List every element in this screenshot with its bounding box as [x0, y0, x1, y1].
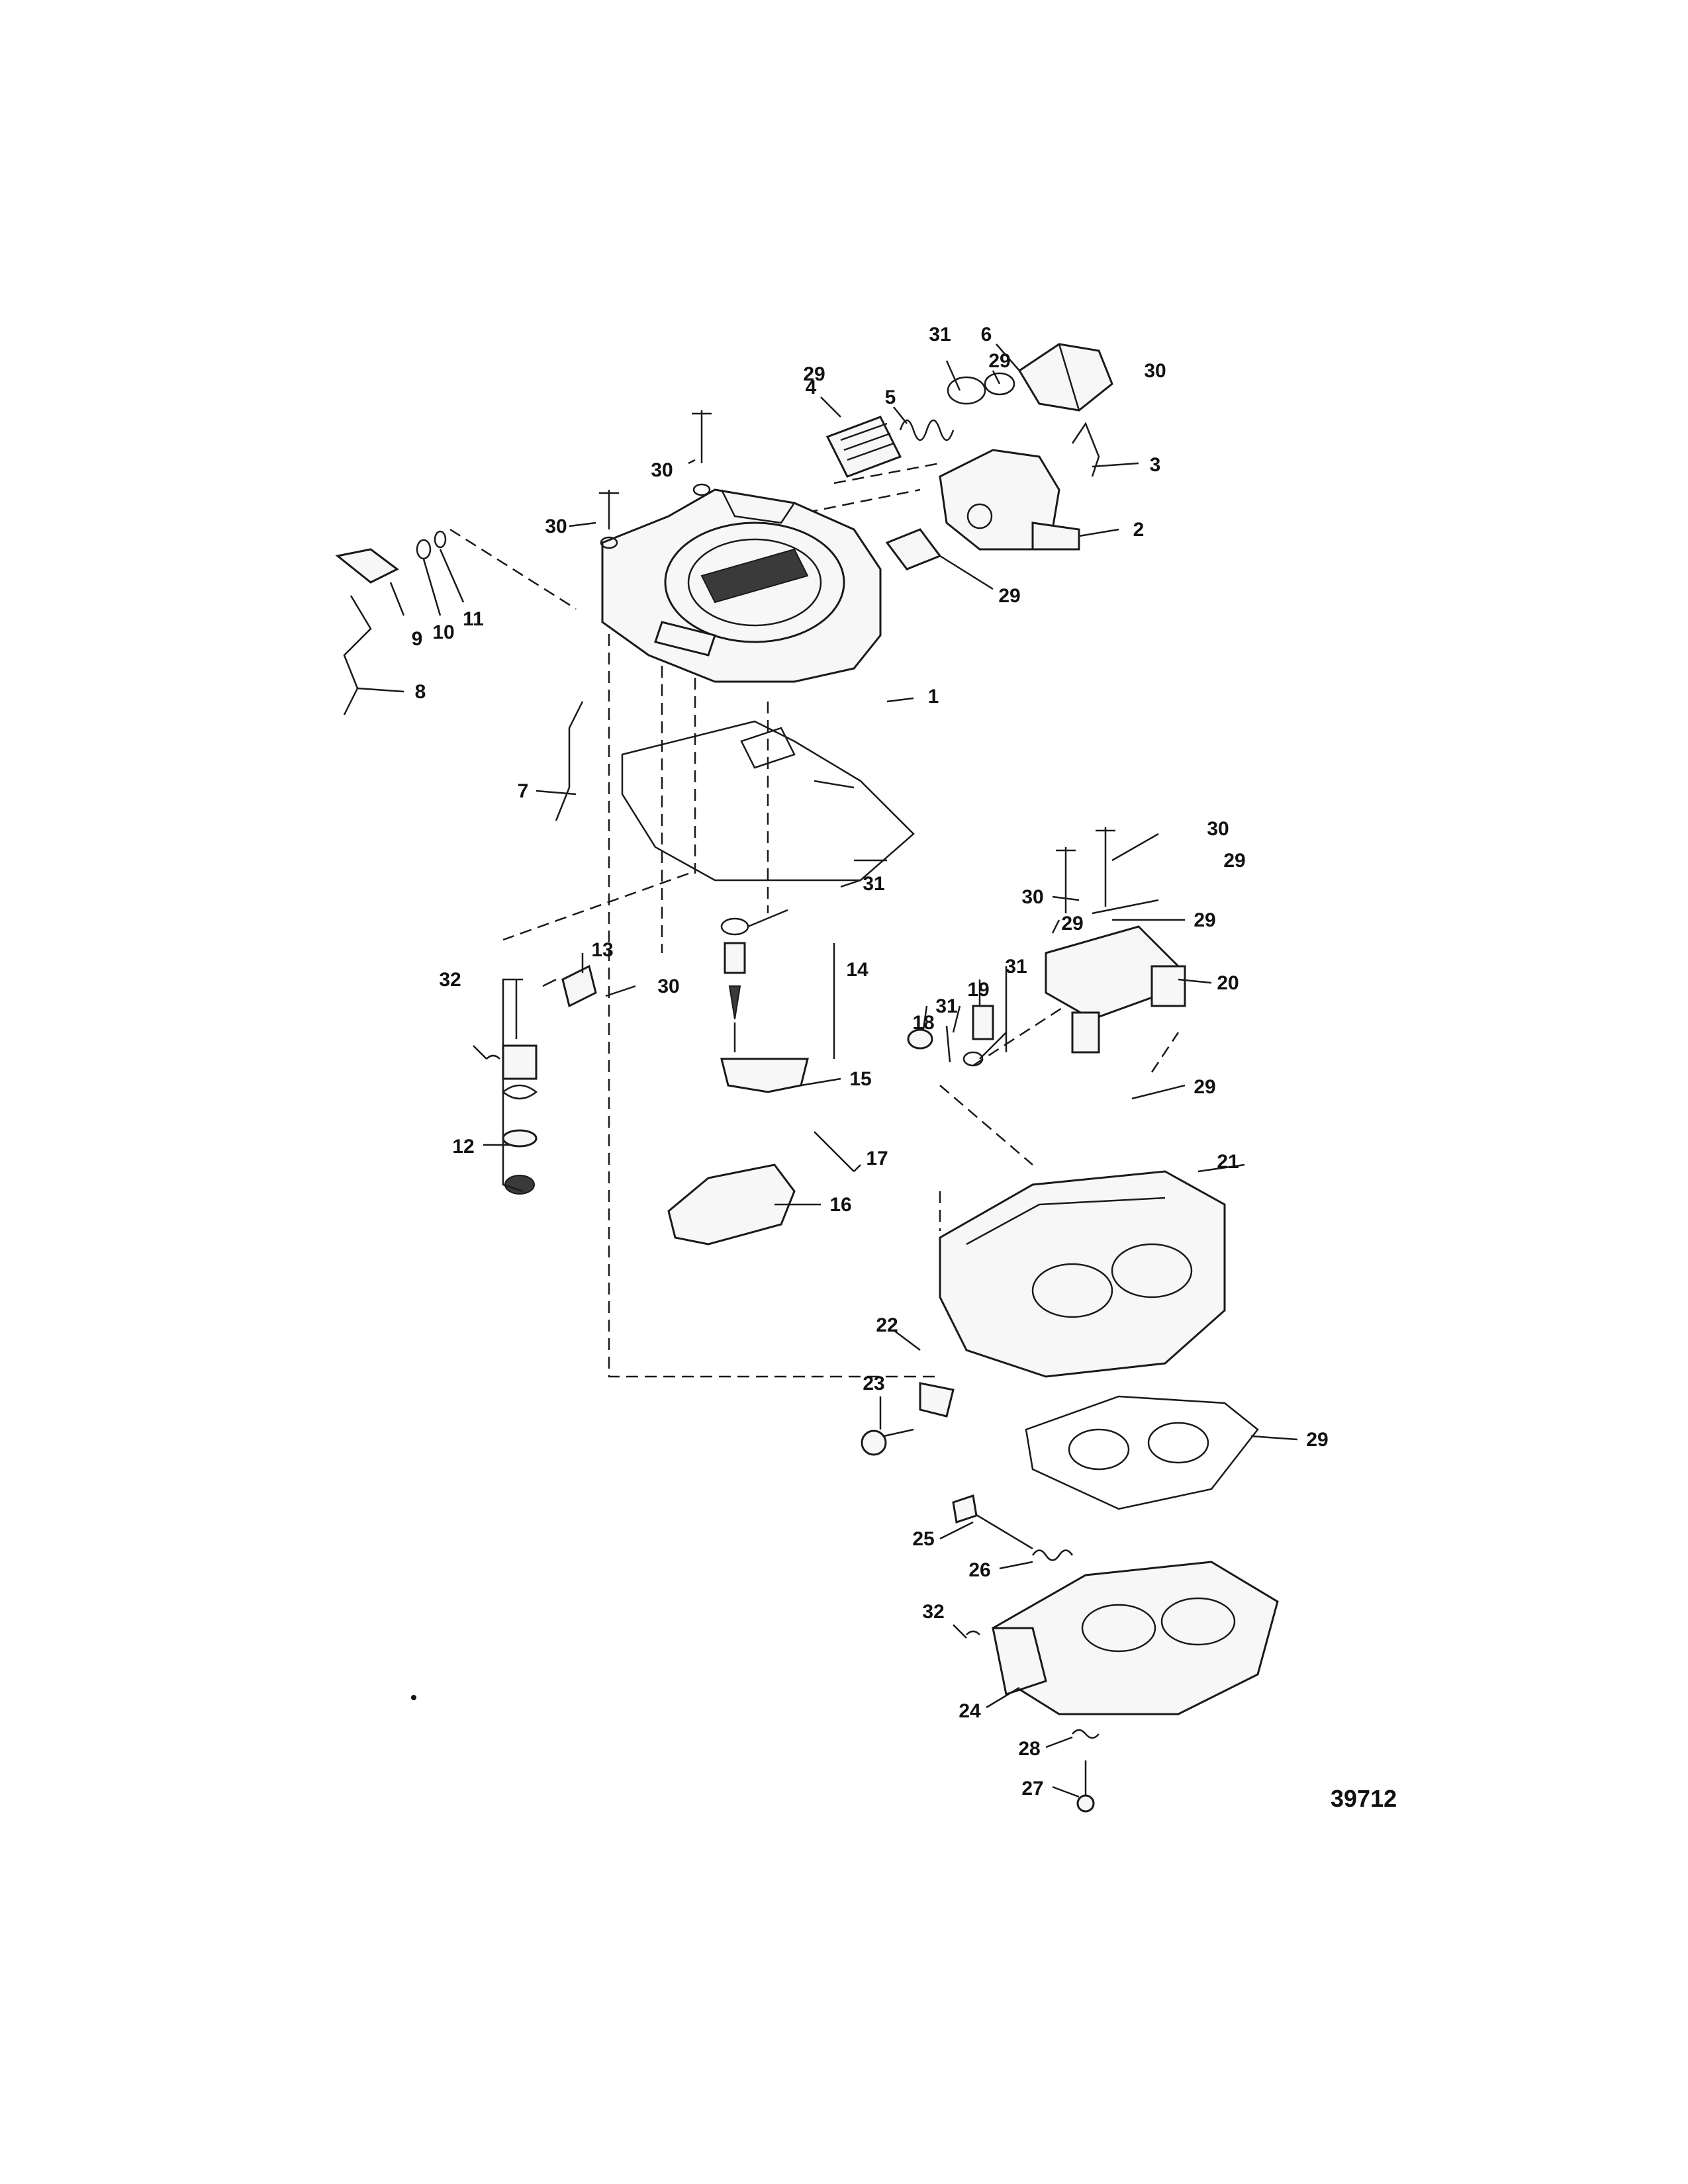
print-speck	[411, 1695, 416, 1700]
part-17-pin	[814, 1131, 855, 1172]
callout-13: 13	[591, 939, 613, 961]
callout-18: 18	[912, 1012, 934, 1034]
callout-23: 23	[863, 1373, 884, 1394]
part-13-retainer	[542, 964, 597, 1008]
callout-31-inlet: 31	[929, 324, 951, 345]
callout-16: 16	[829, 1194, 851, 1216]
callout-1: 1	[928, 686, 939, 707]
part-16-float	[667, 1163, 796, 1246]
callout-29-housing: 29	[998, 585, 1020, 607]
part-23-screw	[861, 1428, 914, 1456]
callout-labels: 1 2 3 4 5 6 7 8 9 10 11 12 13 14 15 16 1…	[412, 324, 1329, 1799]
callout-19: 19	[967, 979, 989, 1001]
part-25-idle-screw	[952, 1494, 1033, 1550]
callout-28: 28	[1018, 1738, 1040, 1760]
callout-8: 8	[415, 681, 426, 703]
part-32-clips	[486, 1054, 980, 1635]
part-14-needle-seat	[720, 917, 749, 1052]
callout-30-cluster-left: 30	[1021, 886, 1043, 908]
callout-29-cluster-gasket: 29	[1194, 1076, 1215, 1098]
callout-9: 9	[412, 628, 423, 650]
callout-29-washer: 29	[1061, 913, 1083, 934]
leader-lines	[357, 343, 1298, 1798]
figure-number: 39712	[1331, 1785, 1397, 1812]
part-27-screw	[1076, 1760, 1095, 1813]
part-1-air-horn	[601, 488, 882, 683]
part-24-throttle-body	[992, 1561, 1279, 1715]
part-8-rod	[343, 595, 372, 715]
callout-30-retainer: 30	[657, 976, 679, 997]
callout-26: 26	[968, 1559, 990, 1581]
part-6-inlet-nut	[1017, 343, 1113, 412]
part-3-clip	[1071, 422, 1100, 477]
callout-15: 15	[849, 1068, 871, 1090]
callout-4: 4	[806, 377, 817, 398]
part-26-spring	[1031, 1549, 1074, 1561]
part-22-cam	[919, 1382, 955, 1418]
part-4-filter-element	[825, 416, 902, 478]
callout-12: 12	[452, 1136, 474, 1158]
callout-29-inlet: 29	[988, 350, 1010, 372]
callout-24: 24	[959, 1700, 981, 1722]
callout-22: 22	[876, 1314, 898, 1336]
callout-5: 5	[885, 387, 896, 408]
part-18-plug	[907, 1028, 933, 1050]
callout-31-needle: 31	[863, 873, 884, 895]
callout-30-left: 30	[545, 516, 567, 537]
callout-14: 14	[846, 959, 868, 981]
callout-32-pump: 32	[439, 969, 461, 991]
part-11-clip	[434, 530, 447, 549]
callout-29-cluster: 29	[1194, 909, 1215, 931]
part-10-washer	[416, 539, 432, 560]
callout-29-base-gasket: 29	[1306, 1429, 1328, 1451]
part-19-valve	[962, 1005, 994, 1067]
inlet-gaskets	[885, 372, 1015, 570]
part-30-screws-top	[599, 410, 712, 549]
part-28-spring	[1072, 1729, 1100, 1739]
callout-31-valve: 31	[1005, 956, 1027, 978]
part-12-pump-assembly	[501, 979, 538, 1195]
callout-21: 21	[1217, 1151, 1239, 1173]
callout-3: 3	[1150, 454, 1161, 476]
part-2-fuel-inlet-housing	[939, 449, 1080, 551]
part-7-rod	[555, 701, 584, 821]
callout-25: 25	[912, 1528, 934, 1550]
callout-27: 27	[1021, 1778, 1043, 1799]
callout-31-plug: 31	[935, 995, 957, 1017]
callout-29-filter: 29	[803, 363, 825, 385]
callout-17: 17	[866, 1148, 888, 1169]
callout-10: 10	[432, 621, 454, 643]
part-5-spring	[899, 419, 955, 441]
callout-7: 7	[518, 780, 529, 802]
part-29-main-gasket	[621, 720, 915, 882]
callout-29-main-gasket: 29	[1223, 850, 1245, 872]
part-30-screws-cluster	[1056, 827, 1115, 913]
callout-30-top: 30	[651, 459, 673, 481]
part-21-main-body	[939, 1170, 1226, 1378]
part-29-base-gasket	[1025, 1395, 1259, 1510]
callout-2: 2	[1133, 519, 1145, 541]
callout-32-throttle: 32	[922, 1601, 944, 1623]
part-15-float-bracket	[720, 1058, 809, 1093]
callout-30-inlet: 30	[1144, 360, 1166, 382]
callout-20: 20	[1217, 972, 1239, 994]
callout-6: 6	[981, 324, 992, 345]
part-9-lever	[335, 548, 399, 584]
callout-30-cluster-right: 30	[1207, 818, 1229, 840]
callout-11: 11	[463, 608, 484, 630]
part-20-venturi-cluster	[1045, 925, 1186, 1054]
